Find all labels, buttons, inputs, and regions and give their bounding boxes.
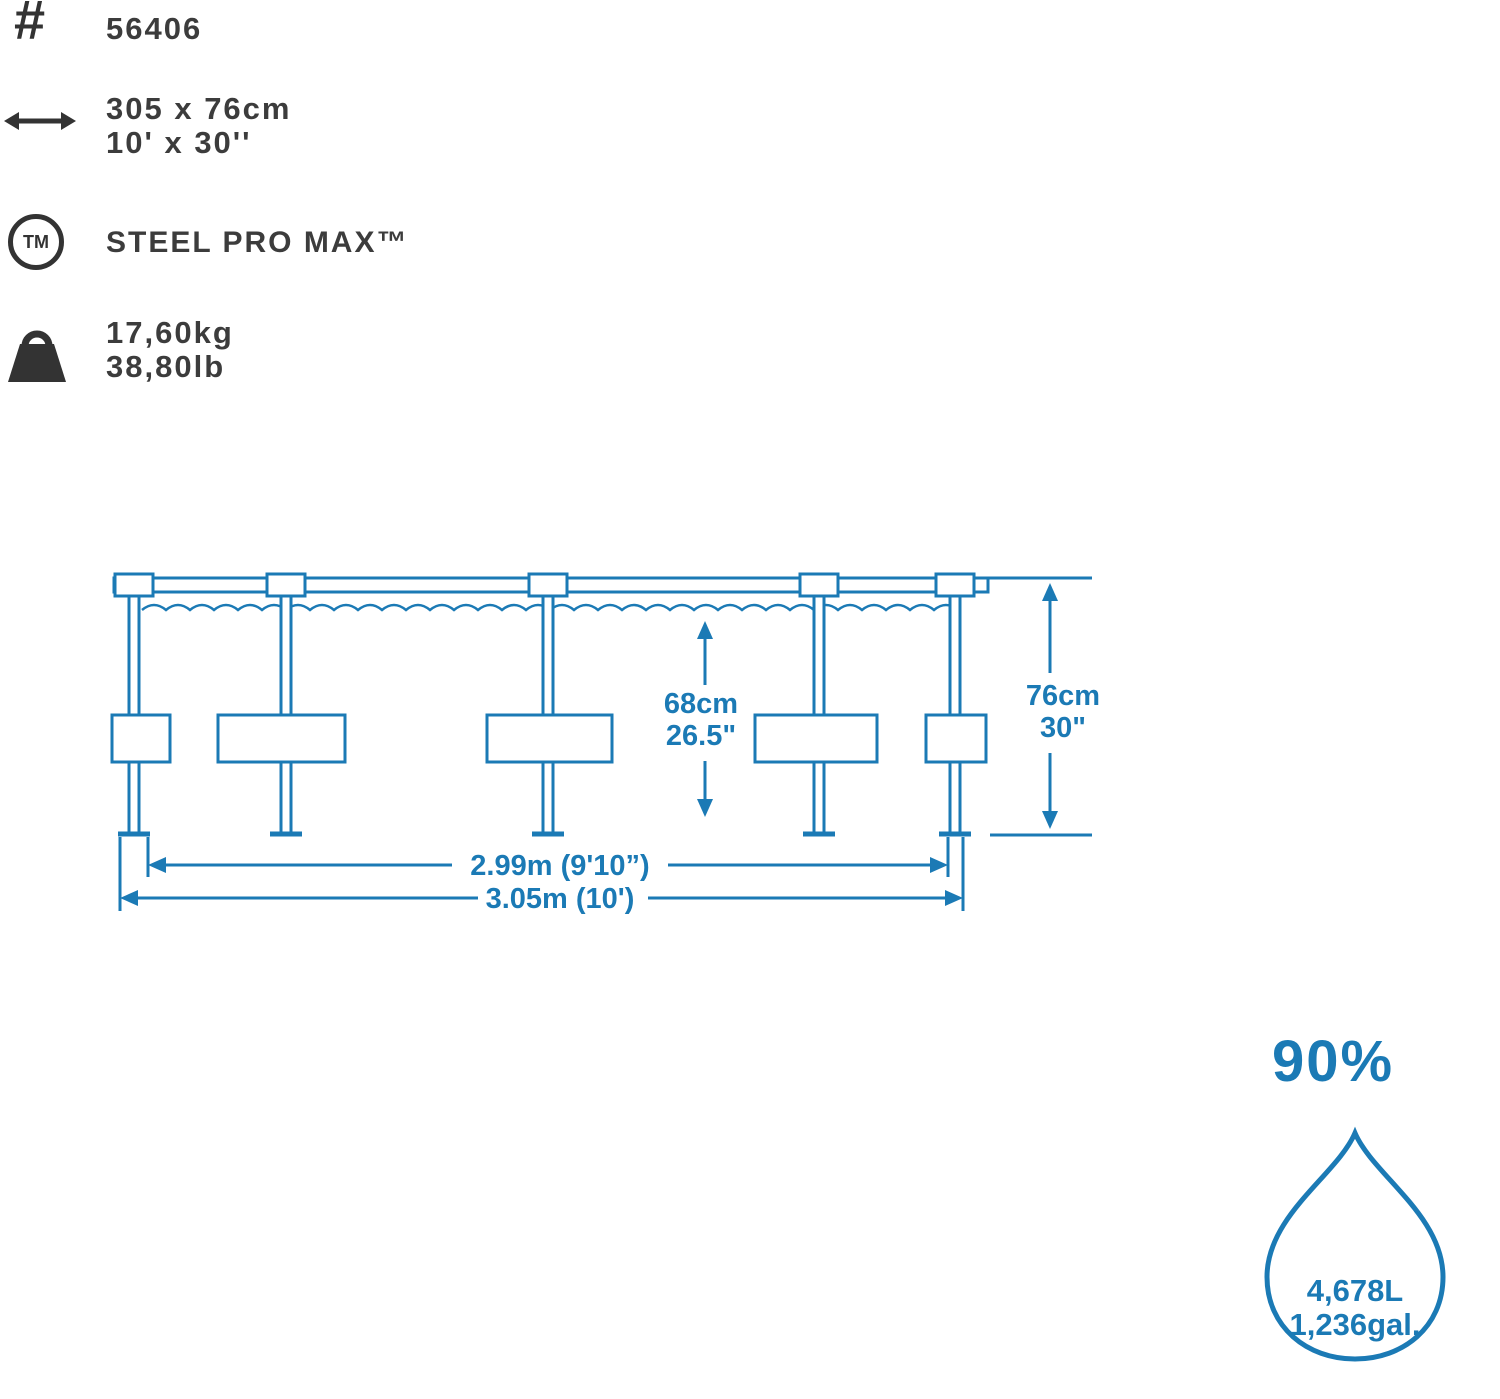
size-spec: 305 x 76cm 10' x 30'': [106, 92, 291, 160]
water-height-metric: 68cm: [664, 688, 738, 720]
pool-height-imperial: 30": [1040, 712, 1086, 744]
drop-outline: [1264, 1126, 1446, 1362]
inner-diameter-label: 2.99m (9'10”): [470, 850, 649, 882]
rail-joints: [113, 572, 976, 598]
outer-diameter-label: 3.05m (10'): [486, 883, 635, 915]
water-drop-icon: 4,678L 1,236gal.: [1264, 1126, 1446, 1362]
water-height-imperial: 26.5": [666, 720, 736, 752]
hash-icon: #: [14, 0, 45, 48]
weight-imperial: 38,80lb: [106, 349, 226, 384]
brand-name: STEEL PRO MAX™: [106, 226, 409, 259]
pool-legs: [118, 590, 971, 837]
tm-circle: TM: [8, 214, 64, 270]
weight-spec: 17,60kg 38,80lb: [106, 316, 234, 384]
item-number: 56406: [106, 11, 203, 46]
weight-icon: [8, 330, 66, 382]
fill-percent: 90%: [1272, 1029, 1395, 1094]
size-imperial: 10' x 30'': [106, 125, 252, 160]
water-height-dimension: 68cm 26.5": [664, 621, 738, 817]
capacity-gallons: 1,236gal.: [1290, 1307, 1421, 1342]
outer-diameter-dimension: 3.05m (10'): [118, 837, 965, 915]
width-arrow-icon: [4, 112, 76, 130]
hash-glyph: #: [14, 0, 46, 51]
capacity-liters: 4,678L: [1307, 1273, 1404, 1308]
pool-height-metric: 76cm: [1026, 680, 1100, 712]
wall-bands: [110, 713, 988, 764]
pool-diagram: 68cm 26.5" 76cm 30" 2.99m (9'10”): [110, 572, 1100, 915]
inner-diameter-dimension: 2.99m (9'10”): [146, 837, 950, 882]
size-metric: 305 x 76cm: [106, 91, 292, 126]
trademark-icon: TM: [8, 214, 64, 270]
weight-metric: 17,60kg: [106, 315, 234, 350]
pool-height-dimension: 76cm 30": [988, 576, 1100, 837]
